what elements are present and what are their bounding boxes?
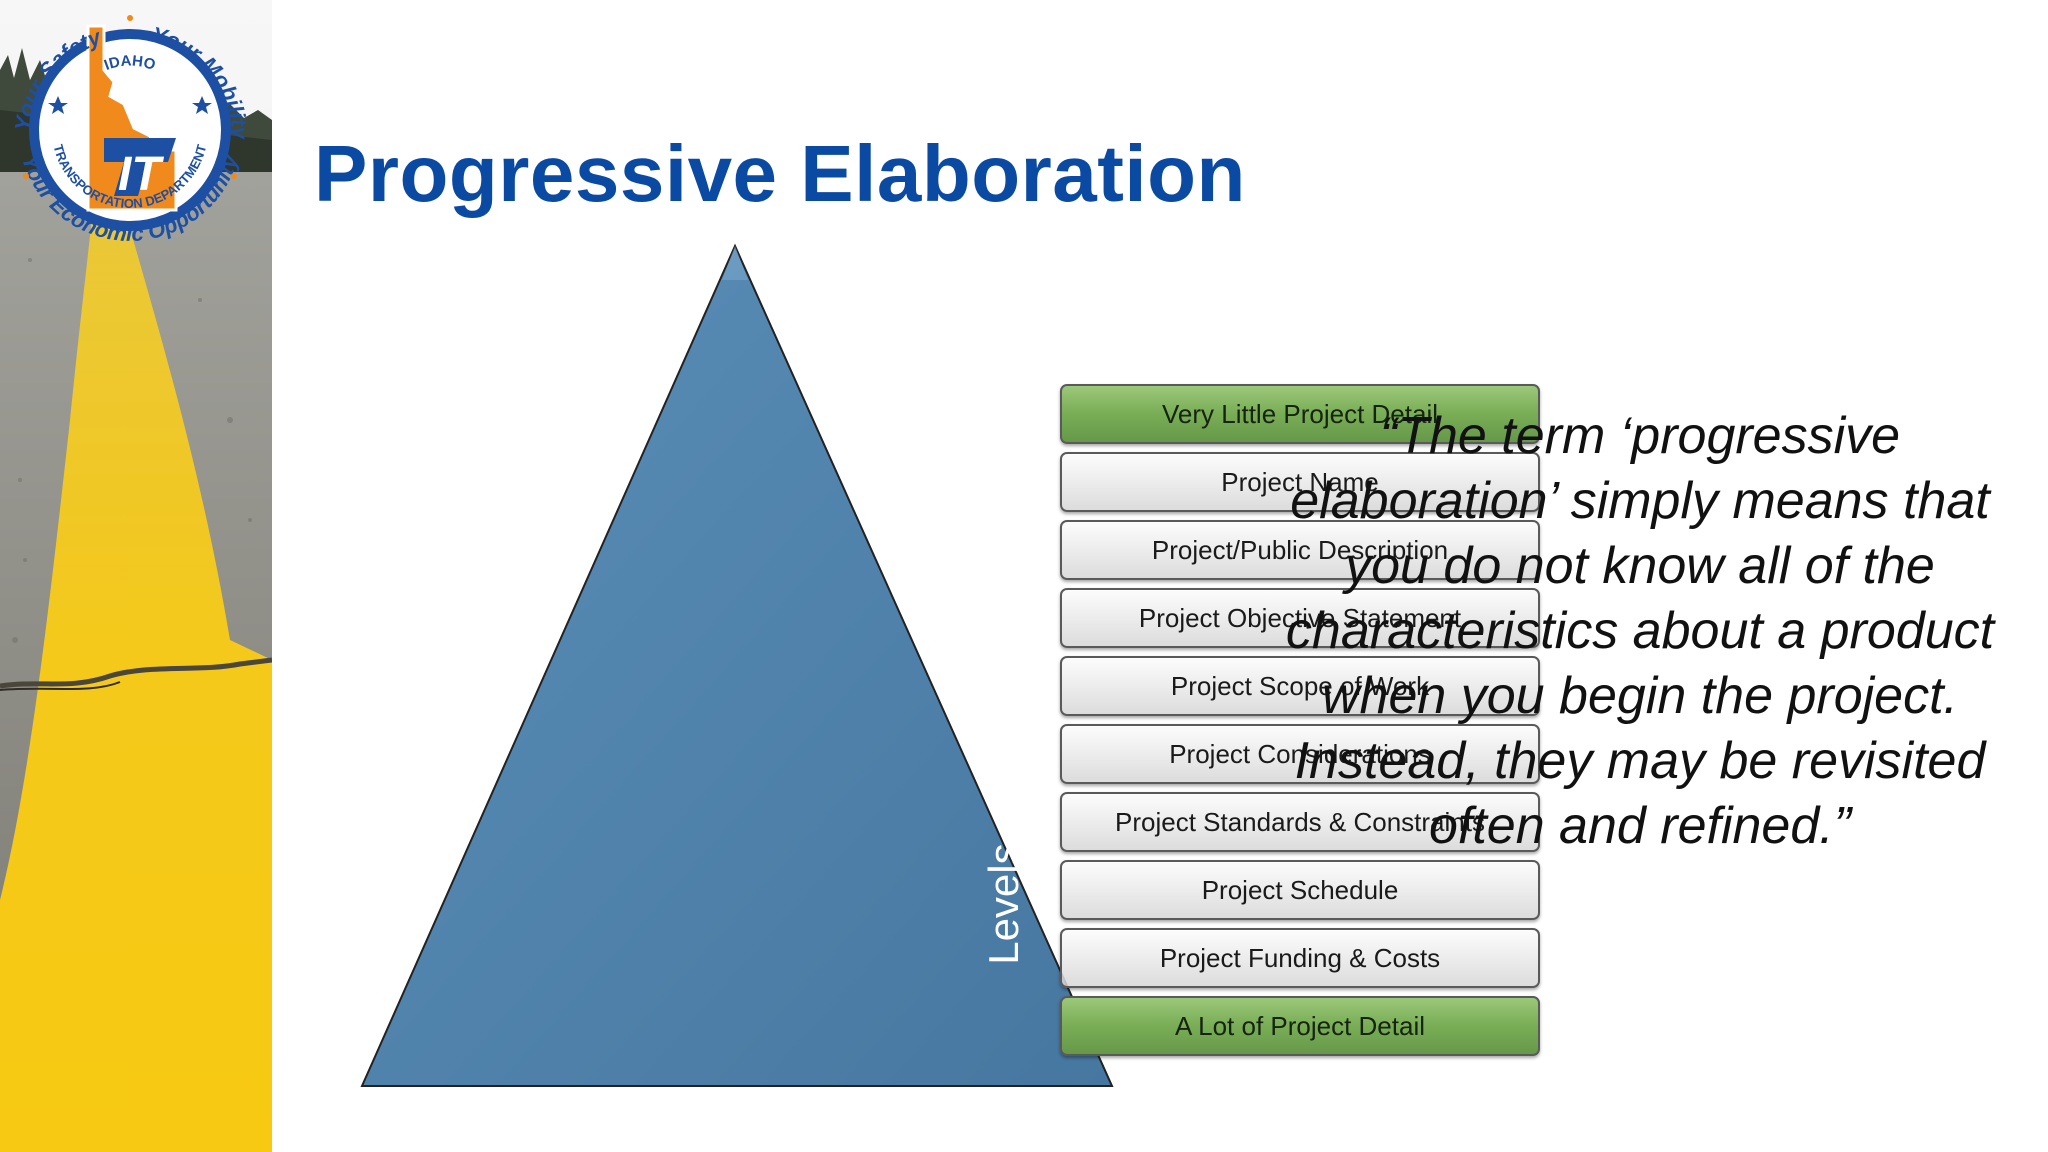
level-project-scope-of-work: Project Scope of Work	[1060, 656, 1540, 716]
level-a-lot-of-detail: A Lot of Project Detail	[1060, 996, 1540, 1056]
level-project-objective-statement: Project Objective Statement	[1060, 588, 1540, 648]
logo-star-icons	[48, 96, 212, 114]
itd-logo: IT IDAHO TRANSPORTATION DEPARTMENT Your …	[10, 15, 253, 246]
progressive-elaboration-diagram: Levels of Project Detail Very Little Pro…	[350, 240, 1540, 1100]
definition-quote: “The term ‘progressive elaboration’ simp…	[1285, 407, 1995, 855]
level-project-schedule: Project Schedule	[1060, 860, 1540, 920]
arrow-down-icon	[351, 240, 409, 885]
level-very-little-detail: Very Little Project Detail	[1060, 384, 1540, 444]
logo-mark: IT	[118, 148, 164, 201]
level-project-considerations: Project Considerations	[1060, 724, 1540, 784]
level-project-standards-constraints: Project Standards & Constraints	[1060, 792, 1540, 852]
level-project-public-description: Project/Public Description	[1060, 520, 1540, 580]
pyramid-shape	[360, 243, 1114, 1087]
levels-axis-label: Levels of Project Detail	[980, 535, 1027, 965]
level-project-name: Project Name	[1060, 452, 1540, 512]
slide-title: Progressive Elaboration	[314, 129, 1246, 218]
road-photo: IT IDAHO TRANSPORTATION DEPARTMENT Your …	[0, 0, 272, 1152]
level-project-funding-costs: Project Funding & Costs	[1060, 928, 1540, 988]
